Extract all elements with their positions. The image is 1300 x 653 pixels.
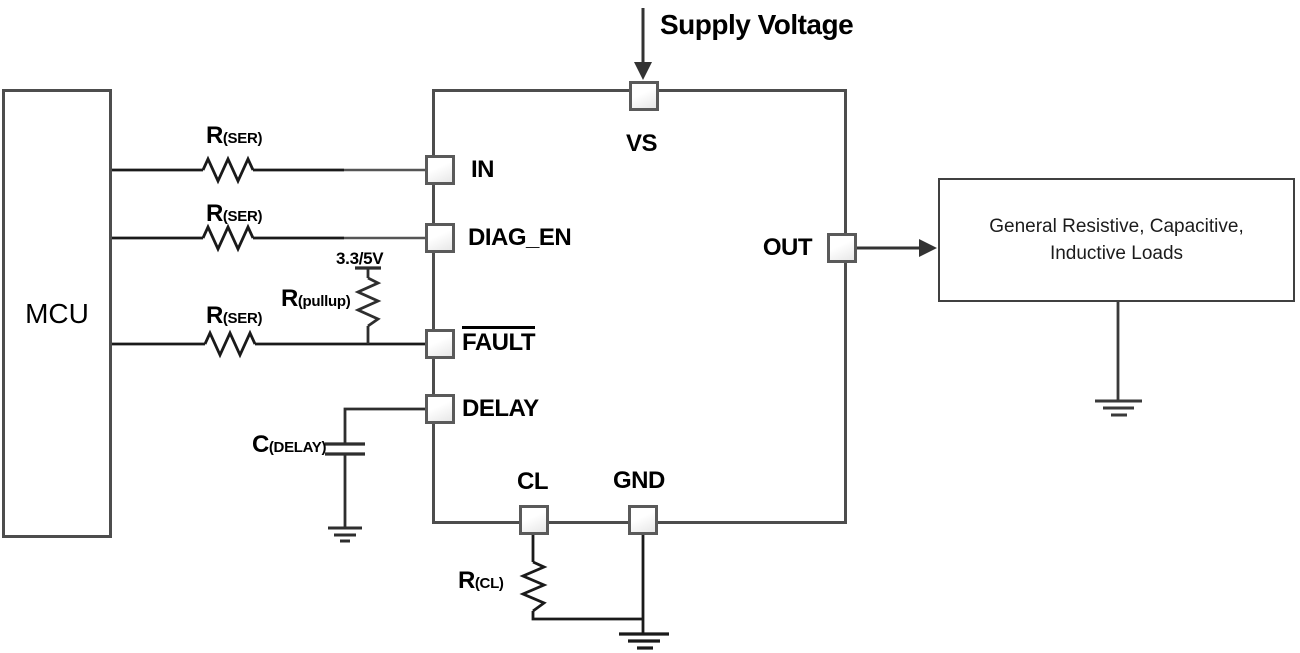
pin-vs bbox=[629, 81, 659, 111]
rpullup-label: R(pullup) bbox=[281, 285, 351, 312]
rser1-label: R(SER) bbox=[206, 122, 263, 149]
rser3-resistor bbox=[203, 329, 257, 359]
pin-label-cl: CL bbox=[517, 468, 549, 495]
pin-fault bbox=[425, 329, 455, 359]
load-box-text-line1: General Resistive, Capacitive, bbox=[989, 216, 1244, 237]
supply-arrow bbox=[634, 8, 652, 80]
pin-in bbox=[425, 155, 455, 185]
mcu-label: MCU bbox=[25, 298, 89, 329]
ground-symbol-gnd bbox=[619, 632, 669, 650]
out-arrow bbox=[857, 239, 937, 257]
wire-diag-en bbox=[112, 223, 427, 253]
rcl-resistor bbox=[519, 560, 548, 613]
rcl-label: R(CL) bbox=[458, 567, 504, 594]
ic-box bbox=[432, 89, 847, 524]
pin-diag-en bbox=[425, 223, 455, 253]
pin-label-fault: FAULT bbox=[462, 326, 536, 356]
fault-overline-text: FAULT bbox=[462, 326, 536, 355]
pin-delay bbox=[425, 394, 455, 424]
pin-gnd bbox=[628, 505, 658, 535]
rser2-label: R(SER) bbox=[206, 200, 263, 227]
rser3-label: R(SER) bbox=[206, 302, 263, 329]
rpullup-resistor bbox=[354, 276, 382, 328]
pin-label-diag-en: DIAG_EN bbox=[468, 224, 572, 251]
delay-branch bbox=[325, 407, 427, 543]
pin-label-out: OUT bbox=[762, 234, 813, 261]
wire-in bbox=[112, 155, 427, 185]
ground-symbol-load bbox=[1095, 399, 1142, 417]
mcu-box bbox=[2, 89, 112, 538]
rail-voltage-label: 3.3/5V bbox=[336, 249, 384, 268]
wire-fault bbox=[112, 329, 427, 359]
rser1-resistor bbox=[201, 155, 255, 185]
ground-symbol-cdelay bbox=[328, 526, 362, 543]
cl-branch bbox=[519, 535, 643, 621]
cdelay-label: C(DELAY) bbox=[252, 431, 327, 458]
pin-cl bbox=[519, 505, 549, 535]
rser2-resistor bbox=[201, 223, 255, 253]
pin-label-gnd: GND bbox=[613, 467, 665, 494]
pin-out bbox=[827, 233, 857, 263]
pullup-branch bbox=[354, 266, 382, 344]
load-box-text-line2: Inductive Loads bbox=[1049, 243, 1184, 264]
pin-label-in: IN bbox=[471, 156, 495, 183]
gnd-branch bbox=[619, 535, 669, 650]
pin-label-delay: DELAY bbox=[462, 395, 539, 422]
pin-label-vs: VS bbox=[626, 130, 658, 157]
supply-voltage-label: Supply Voltage bbox=[660, 9, 854, 40]
load-ground-branch bbox=[1095, 302, 1142, 417]
load-box: General Resistive, Capacitive, Inductive… bbox=[938, 178, 1295, 302]
